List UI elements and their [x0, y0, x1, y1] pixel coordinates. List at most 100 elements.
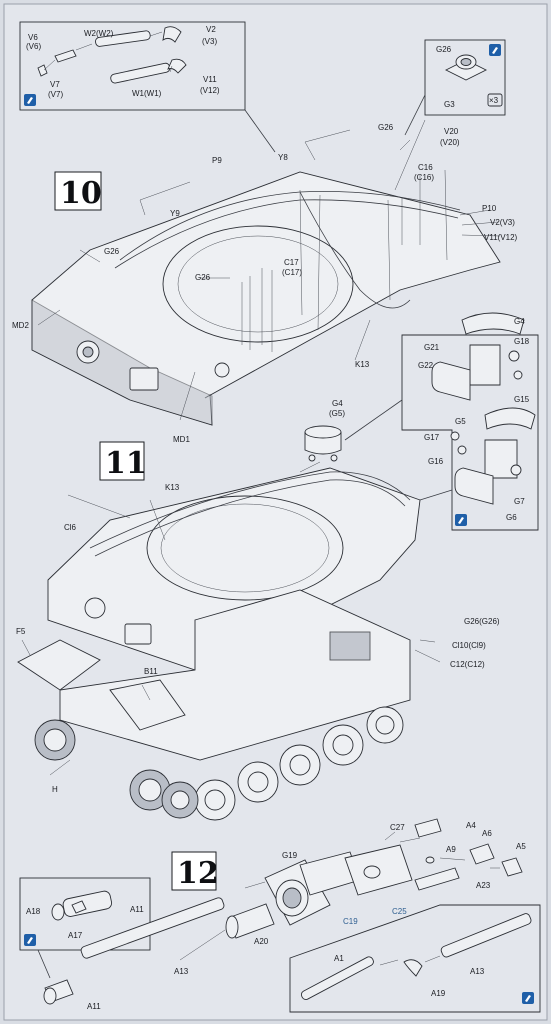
label-g26-top: G26	[378, 123, 394, 132]
leader-lines-step11	[21, 494, 441, 776]
label-v20b: (V20)	[440, 138, 460, 147]
label-c16: C16	[418, 163, 433, 172]
label-v2v3: V2(V3)	[490, 218, 515, 227]
label-g22: G22	[418, 361, 434, 370]
step-number-12: 12	[177, 856, 219, 891]
label-g26-left: G26	[104, 247, 120, 256]
label-g26-mid: G26	[195, 273, 211, 282]
step-numbers: 10 11 12	[60, 176, 219, 891]
label-v3: (V3)	[202, 37, 217, 46]
label-c17b: (C17)	[282, 268, 302, 277]
label-g17: G17	[424, 433, 440, 442]
label-v6b: (V6)	[26, 42, 41, 51]
part-labels: V6 (V6) W2(W2) V2 (V3) V7 (V7) V11 (V12)…	[12, 25, 530, 1011]
label-a13-b: A13	[470, 967, 485, 976]
label-v7: V7	[50, 80, 60, 89]
label-g19: G19	[282, 851, 298, 860]
label-a4: A4	[466, 821, 476, 830]
label-g26g26: G26(G26)	[464, 617, 500, 626]
label-c12: C12(C12)	[450, 660, 485, 669]
label-g26-box: G26	[436, 45, 452, 54]
step-number-10: 10	[60, 176, 102, 211]
inset-box-g-parts	[404, 39, 506, 136]
inset-box-w-parts	[19, 21, 276, 153]
glue-icon	[24, 94, 36, 106]
label-badge-x3: ×3	[489, 96, 499, 105]
road-wheels	[34, 706, 404, 821]
hull-body-step11	[17, 467, 421, 761]
step-10	[19, 21, 539, 531]
label-v20: V20	[444, 127, 459, 136]
label-g3: G3	[444, 100, 455, 109]
label-g4g5: G4	[332, 399, 343, 408]
inset-box-g-right	[344, 312, 539, 531]
label-c19: C19	[343, 917, 358, 926]
label-a19: A19	[431, 989, 446, 998]
label-a1: A1	[334, 954, 344, 963]
leader-lines-step10	[37, 119, 501, 421]
glue-icon-a	[24, 934, 36, 946]
label-y8: Y8	[278, 153, 288, 162]
step-10-box	[54, 171, 102, 211]
label-p9: P9	[212, 156, 222, 165]
label-g5: G5	[455, 417, 466, 426]
label-y9: Y9	[170, 209, 180, 218]
label-a5: A5	[516, 842, 526, 851]
label-g7: G7	[514, 497, 525, 506]
hull-deck-step10	[31, 171, 501, 426]
label-g16: G16	[428, 457, 444, 466]
label-b11: B11	[144, 667, 158, 676]
label-g15: G15	[514, 395, 530, 404]
inset-box-barrel	[289, 904, 541, 1013]
label-p10: P10	[482, 204, 497, 213]
label-v11v12: V11(V12)	[484, 233, 518, 242]
label-g18: G18	[514, 337, 530, 346]
label-v12: (V12)	[200, 86, 220, 95]
label-c16b: (C16)	[414, 173, 434, 182]
label-v2: V2	[206, 25, 216, 34]
label-a17: A17	[68, 931, 83, 940]
step-11	[17, 425, 441, 821]
label-v7b: (V7)	[48, 90, 63, 99]
glue-icon-barrel	[522, 992, 534, 1004]
label-g5b: (G5)	[329, 409, 345, 418]
inset-box-a-parts	[19, 877, 151, 979]
label-g6: G6	[506, 513, 517, 522]
label-k13-a: K13	[355, 360, 370, 369]
label-a23: A23	[476, 881, 491, 890]
step-number-11: 11	[105, 446, 147, 481]
label-w2: W2(W2)	[84, 29, 114, 38]
label-v11: V11	[203, 75, 217, 84]
g4-g5-assembly	[299, 425, 342, 473]
quantity-badge-icon	[487, 93, 503, 107]
label-v6: V6	[28, 33, 38, 42]
label-a18: A18	[26, 907, 41, 916]
label-a13-a: A13	[174, 967, 189, 976]
label-c25: C25	[392, 907, 407, 916]
label-md1: MD1	[173, 435, 190, 444]
label-h: H	[52, 785, 58, 794]
glue-icon-right	[489, 44, 501, 56]
label-c17: C17	[284, 258, 299, 267]
step-12-box	[171, 851, 217, 891]
label-cl6: Cl6	[64, 523, 77, 532]
label-a11-bot: A11	[87, 1002, 101, 1011]
leader-lines-step12	[179, 831, 441, 966]
mantlet-parts	[264, 844, 413, 926]
label-a6: A6	[482, 829, 492, 838]
label-g21: G21	[424, 343, 440, 352]
label-f5: F5	[16, 627, 26, 636]
label-k13-b: K13	[165, 483, 180, 492]
step-12	[19, 818, 541, 1013]
label-cl10: Cl10(Cl9)	[452, 641, 486, 650]
label-a11-top: A11	[130, 905, 144, 914]
label-a20: A20	[254, 937, 269, 946]
label-a9: A9	[446, 845, 456, 854]
gun-barrel-parts	[43, 897, 532, 1005]
a-parts-group	[399, 818, 523, 891]
label-md2: MD2	[12, 321, 29, 330]
label-c27: C27	[390, 823, 405, 832]
step-11-box	[99, 441, 145, 481]
glue-icon-g	[455, 514, 467, 526]
